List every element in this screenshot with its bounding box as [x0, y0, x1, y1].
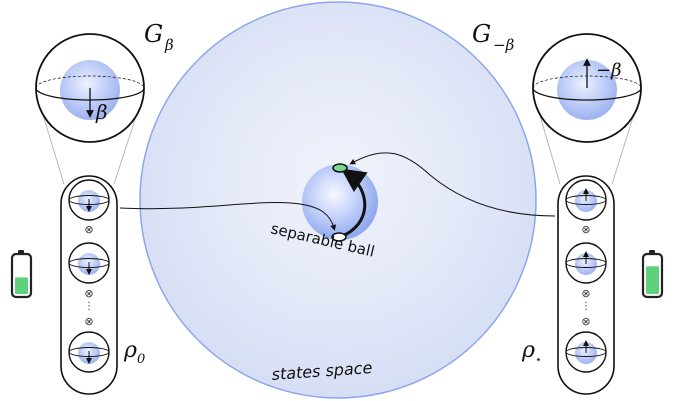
rho-0-sub: 0 — [137, 352, 145, 367]
g-minus-beta-sub: −β — [493, 36, 515, 54]
right-connector — [349, 152, 556, 217]
battery-high-icon — [641, 250, 664, 299]
left-tensor-2: ⊗ — [84, 287, 93, 300]
bloch-sphere-left — [35, 33, 145, 143]
right-tensor-3: ⊗ — [581, 315, 590, 328]
right-tensor-2: ⊗ — [581, 287, 590, 300]
right-qubit-1 — [565, 179, 607, 221]
left-connector — [119, 202, 337, 231]
right-vdots: ⋮ — [581, 301, 591, 312]
start-point — [331, 232, 347, 242]
right-qubit-3 — [565, 331, 607, 373]
bloch-sphere-right — [532, 33, 642, 143]
right-qubit-2 — [565, 242, 607, 284]
beta-right-label: −β — [596, 60, 622, 81]
rho-star-sub: ⋆ — [535, 353, 542, 366]
left-qubit-1 — [68, 179, 110, 221]
left-qubit-3 — [68, 331, 110, 373]
beta-left-label: β — [95, 100, 108, 124]
g-minus-beta-label: G — [472, 20, 491, 48]
g-beta-label: G — [144, 20, 163, 48]
target-point — [332, 163, 348, 173]
left-tensor-1: ⊗ — [84, 223, 93, 236]
g-beta-sub: β — [164, 36, 174, 54]
rho-0-label: ρ — [123, 338, 137, 363]
left-vdots: ⋮ — [84, 301, 94, 312]
rho-star-label: ρ — [521, 338, 535, 363]
battery-low-icon — [10, 250, 33, 299]
ball-path-arrow — [339, 168, 368, 239]
right-tensor-1: ⊗ — [581, 223, 590, 236]
left-qubit-2 — [68, 242, 110, 284]
left-tensor-3: ⊗ — [84, 315, 93, 328]
